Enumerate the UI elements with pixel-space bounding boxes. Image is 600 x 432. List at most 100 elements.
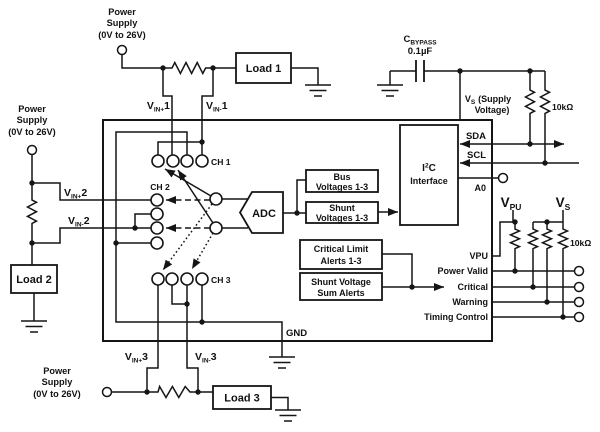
mux-pole-a — [209, 192, 223, 206]
ground-symbol-load1 — [305, 84, 331, 97]
ch3-contact-1 — [151, 272, 165, 286]
svg-text:Interface: Interface — [410, 176, 448, 186]
ground-symbol-main — [269, 356, 295, 369]
vin-minus-3-label: VIN-3 — [195, 351, 217, 365]
pullup-resistor-critical — [526, 222, 540, 287]
mux-arrow-ch1-a — [164, 168, 212, 197]
terminal-critical — [573, 281, 585, 293]
mux-pole-b — [209, 221, 223, 235]
power-supply-2-label: Power — [18, 104, 46, 114]
i2c-interface-box — [399, 124, 459, 226]
svg-text:Voltage): Voltage) — [475, 105, 510, 115]
load-1-label: Load 1 — [246, 63, 281, 75]
wires-gnd-net — [115, 131, 283, 357]
power-supply-3-label: Power — [43, 366, 71, 376]
mux-arrow-ch3-a — [162, 203, 213, 271]
svg-text:Voltages 1-3: Voltages 1-3 — [316, 213, 368, 223]
vs-rail-label: VS — [556, 195, 571, 212]
ch3-contact-3 — [180, 272, 194, 286]
load-3-label: Load 3 — [224, 393, 259, 405]
terminal-warning — [573, 296, 585, 308]
sum-alerts-label: Shunt Voltage — [311, 277, 371, 287]
shunt-voltages-label: Shunt — [329, 203, 355, 213]
power-supply-1-label: Power — [108, 7, 136, 17]
load-2-label: Load 2 — [16, 274, 51, 286]
pullup-resistor-timing — [556, 222, 570, 317]
pullup-resistor-sda — [523, 71, 537, 144]
vin-minus-1-label: VIN-1 — [206, 100, 228, 114]
pullup-resistor-warning — [540, 222, 554, 302]
bypass-cap-label: CBYPASS — [403, 34, 437, 47]
ch2-contacts — [150, 193, 164, 250]
vs-supply-note: VS(Supply — [465, 94, 511, 106]
ch3-contacts — [151, 272, 209, 286]
ch1-contact-3 — [180, 154, 194, 168]
svg-text:Supply: Supply — [42, 377, 74, 387]
vin-minus-2-label: VIN-2 — [68, 215, 90, 229]
ic-block-outline — [102, 119, 493, 342]
ground-symbol-load3 — [275, 409, 301, 422]
terminal-supply-3 — [101, 386, 113, 398]
vin-plus-2-label: VIN+2 — [64, 187, 87, 201]
adc-block — [238, 191, 284, 234]
vin-plus-3-label: VIN+3 — [125, 351, 148, 365]
pullup-right-value: 10kΩ — [570, 238, 591, 248]
wires-right-pins — [492, 210, 575, 318]
gnd-label: GND — [286, 328, 307, 339]
mux-arrows — [162, 168, 214, 271]
critical-limit-box — [299, 239, 383, 270]
bypass-capacitor — [415, 60, 425, 82]
terminal-supply-1 — [116, 44, 128, 56]
pullup-top-value: 10kΩ — [552, 102, 573, 112]
svg-text:(0V to 26V): (0V to 26V) — [33, 389, 80, 399]
ch2-contact-1 — [150, 193, 164, 207]
svg-text:Sum Alerts: Sum Alerts — [317, 288, 364, 298]
pullup-resistor-scl — [538, 71, 552, 163]
mux-arrow-ch3-b — [191, 232, 214, 270]
ch3-contact-2 — [165, 272, 179, 286]
terminal-a0 — [497, 172, 509, 184]
svg-text:Alerts 1-3: Alerts 1-3 — [320, 256, 361, 266]
ground-symbol-bypass — [377, 84, 403, 97]
ch3-label: CH 3 — [211, 275, 231, 285]
wires-ch2-supply2 — [25, 154, 151, 321]
shunt-resistor-1 — [163, 60, 213, 76]
svg-text:(0V to 26V): (0V to 26V) — [98, 30, 145, 40]
a0-label: A0 — [474, 183, 486, 193]
timing-control-label: Timing Control — [424, 312, 488, 322]
sda-label: SDA — [466, 131, 486, 142]
ch1-contact-1 — [151, 154, 165, 168]
sum-alerts-box — [299, 272, 383, 301]
wires-ch3-supply3 — [111, 285, 289, 410]
svg-text:(0V to 26V): (0V to 26V) — [8, 127, 55, 137]
ch2-label: CH 2 — [150, 182, 170, 192]
ch1-contact-4 — [195, 154, 209, 168]
ch3-contact-4 — [195, 272, 209, 286]
load-3-box — [212, 385, 272, 410]
wires-supply1 — [121, 54, 319, 156]
wires-adc — [222, 179, 444, 291]
i2c-label: I2C — [422, 163, 436, 175]
bus-voltages-label: Bus — [333, 172, 350, 182]
labels: Power Supply (0V to 26V) Power Supply (0… — [8, 7, 591, 405]
svg-text:Supply: Supply — [107, 18, 139, 28]
pullup-resistor-power-valid — [508, 222, 522, 271]
terminal-timing-control — [573, 311, 585, 323]
ch1-label: CH 1 — [211, 157, 231, 167]
vpu-rail-label: VPU — [501, 195, 522, 212]
critical-label: Critical — [457, 282, 488, 292]
ch1-contacts — [151, 154, 209, 168]
ch2-contact-2 — [150, 207, 164, 221]
terminal-power-valid — [573, 265, 585, 277]
svg-text:Supply: Supply — [17, 115, 49, 125]
load-2-box — [10, 264, 58, 294]
vin-plus-1-label: VIN+1 — [147, 100, 170, 114]
svg-text:Voltages 1-3: Voltages 1-3 — [316, 182, 368, 192]
ch1-contact-2 — [166, 154, 180, 168]
bus-voltages-box — [305, 169, 379, 193]
bypass-cap-value: 0.1µF — [408, 46, 433, 57]
mux-arrow-ch1-b — [177, 169, 214, 224]
junction-dots — [29, 65, 566, 395]
terminal-supply-2 — [26, 144, 38, 156]
